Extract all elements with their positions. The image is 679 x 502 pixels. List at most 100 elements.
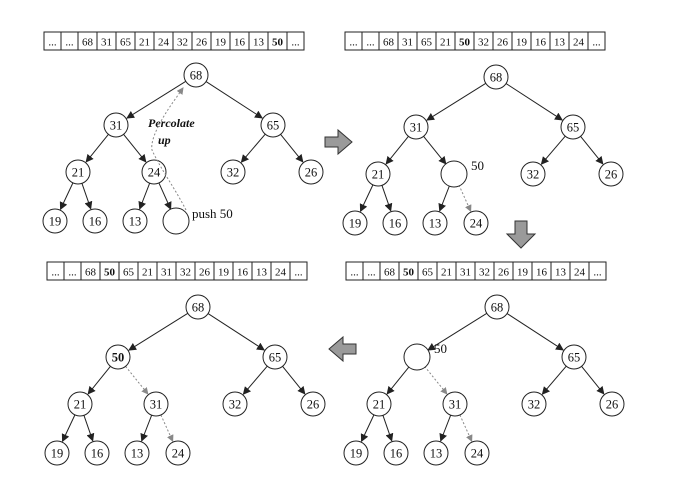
array-cell <box>587 31 606 51</box>
tree-node <box>185 294 211 320</box>
pending-value-label: 50 <box>434 341 447 356</box>
tree-node <box>464 440 490 466</box>
tree-edge <box>85 134 109 163</box>
array-cell-value: 16 <box>536 267 548 279</box>
tree-edge <box>386 366 410 395</box>
tree-node-label: 13 <box>430 447 443 461</box>
tree-node-label: 65 <box>269 351 282 365</box>
tree-node <box>300 391 326 417</box>
tree-node <box>65 159 91 185</box>
tree-node-label: 16 <box>91 447 104 461</box>
tree-edge <box>385 136 409 165</box>
tree-node <box>105 344 131 370</box>
tree-edge <box>280 134 304 163</box>
tree-node-label: 65 <box>568 351 581 365</box>
array-cell-value: ... <box>366 37 375 49</box>
array-cell-value: 65 <box>422 267 434 279</box>
array-cell-value: 68 <box>82 37 94 49</box>
array-cell-value: 68 <box>383 37 395 49</box>
tree-node-label: 19 <box>350 447 363 461</box>
tree-edge <box>282 366 306 395</box>
hole-node <box>403 343 431 371</box>
tree-node <box>520 161 546 187</box>
tree-edge <box>424 366 448 395</box>
array-cell-value: 19 <box>218 267 230 279</box>
array-cell-value: 32 <box>479 267 490 279</box>
tree-node-label: 19 <box>349 217 362 231</box>
tree-node-label: 21 <box>372 168 385 182</box>
tree-edge <box>423 136 447 165</box>
tree-node-label: 32 <box>227 166 240 180</box>
array-cell-value: 19 <box>215 37 227 49</box>
tree-node <box>560 114 586 140</box>
tree-edge <box>382 415 394 442</box>
array-cell-value: 21 <box>440 37 451 49</box>
array-cell-value: ... <box>291 37 300 49</box>
array-cell-value: ... <box>350 267 359 279</box>
next-step-down-arrow <box>505 220 537 249</box>
tree-node <box>42 208 68 234</box>
tree-node-label: 13 <box>429 217 442 231</box>
tree-edge <box>128 312 189 351</box>
array-cell-value: 21 <box>139 37 150 49</box>
tree-node-label: 32 <box>527 168 540 182</box>
tree-edge <box>438 185 451 212</box>
tree-node <box>84 440 110 466</box>
tree-edge <box>61 414 76 443</box>
array-cell-value: 31 <box>101 37 112 49</box>
tree-node-label: 68 <box>491 301 504 315</box>
tree-node <box>599 391 625 417</box>
tree-edge <box>81 183 93 210</box>
tree-node <box>342 210 368 236</box>
tree-edge <box>205 81 263 119</box>
array-cell-value: 24 <box>158 37 170 49</box>
tree-node <box>483 64 509 90</box>
tree-node <box>366 391 392 417</box>
array-cell-value: 21 <box>441 267 452 279</box>
tree-edge <box>580 136 604 165</box>
tree-node-label: 24 <box>471 447 484 461</box>
tree-edge <box>140 415 153 442</box>
percolate-path <box>151 87 187 211</box>
push-label: push 50 <box>192 206 233 221</box>
array-cell-value: 65 <box>421 37 433 49</box>
array-cell-value: 16 <box>237 267 249 279</box>
tree-node-label: 16 <box>389 217 402 231</box>
array-cell-value: 50 <box>104 267 116 279</box>
array-cell-value: 16 <box>535 37 547 49</box>
tree-node <box>521 391 547 417</box>
tree-node-label: 26 <box>305 166 318 180</box>
array-cell-value: ... <box>294 267 303 279</box>
tree-node <box>598 161 624 187</box>
tree-edge <box>138 183 151 210</box>
tree-node <box>222 391 248 417</box>
tree-node-label: 24 <box>172 447 185 461</box>
array-cell-value: 31 <box>402 37 413 49</box>
tree-node-label: 16 <box>390 447 403 461</box>
array-cell-value: ... <box>349 37 358 49</box>
tree-node-label: 68 <box>490 71 503 85</box>
tree-node <box>220 159 246 185</box>
array-cell-value: 21 <box>142 267 153 279</box>
tree-node <box>484 294 510 320</box>
percolate-label-2: up <box>158 133 171 147</box>
tree-node <box>422 210 448 236</box>
tree-node-label: 32 <box>229 398 242 412</box>
tree-edge <box>427 312 488 351</box>
array-cell-value: 50 <box>459 37 471 49</box>
tree-edge <box>439 415 452 442</box>
array-cell-value: ... <box>367 267 376 279</box>
tree-node <box>442 391 468 417</box>
tree-edge <box>87 366 111 395</box>
tree-node-label: 31 <box>110 119 123 133</box>
tree-node-label: 50 <box>112 351 125 365</box>
tree-edge <box>125 366 149 395</box>
array-cell <box>289 261 308 281</box>
tree-node <box>423 440 449 466</box>
tree-edge <box>458 184 472 213</box>
